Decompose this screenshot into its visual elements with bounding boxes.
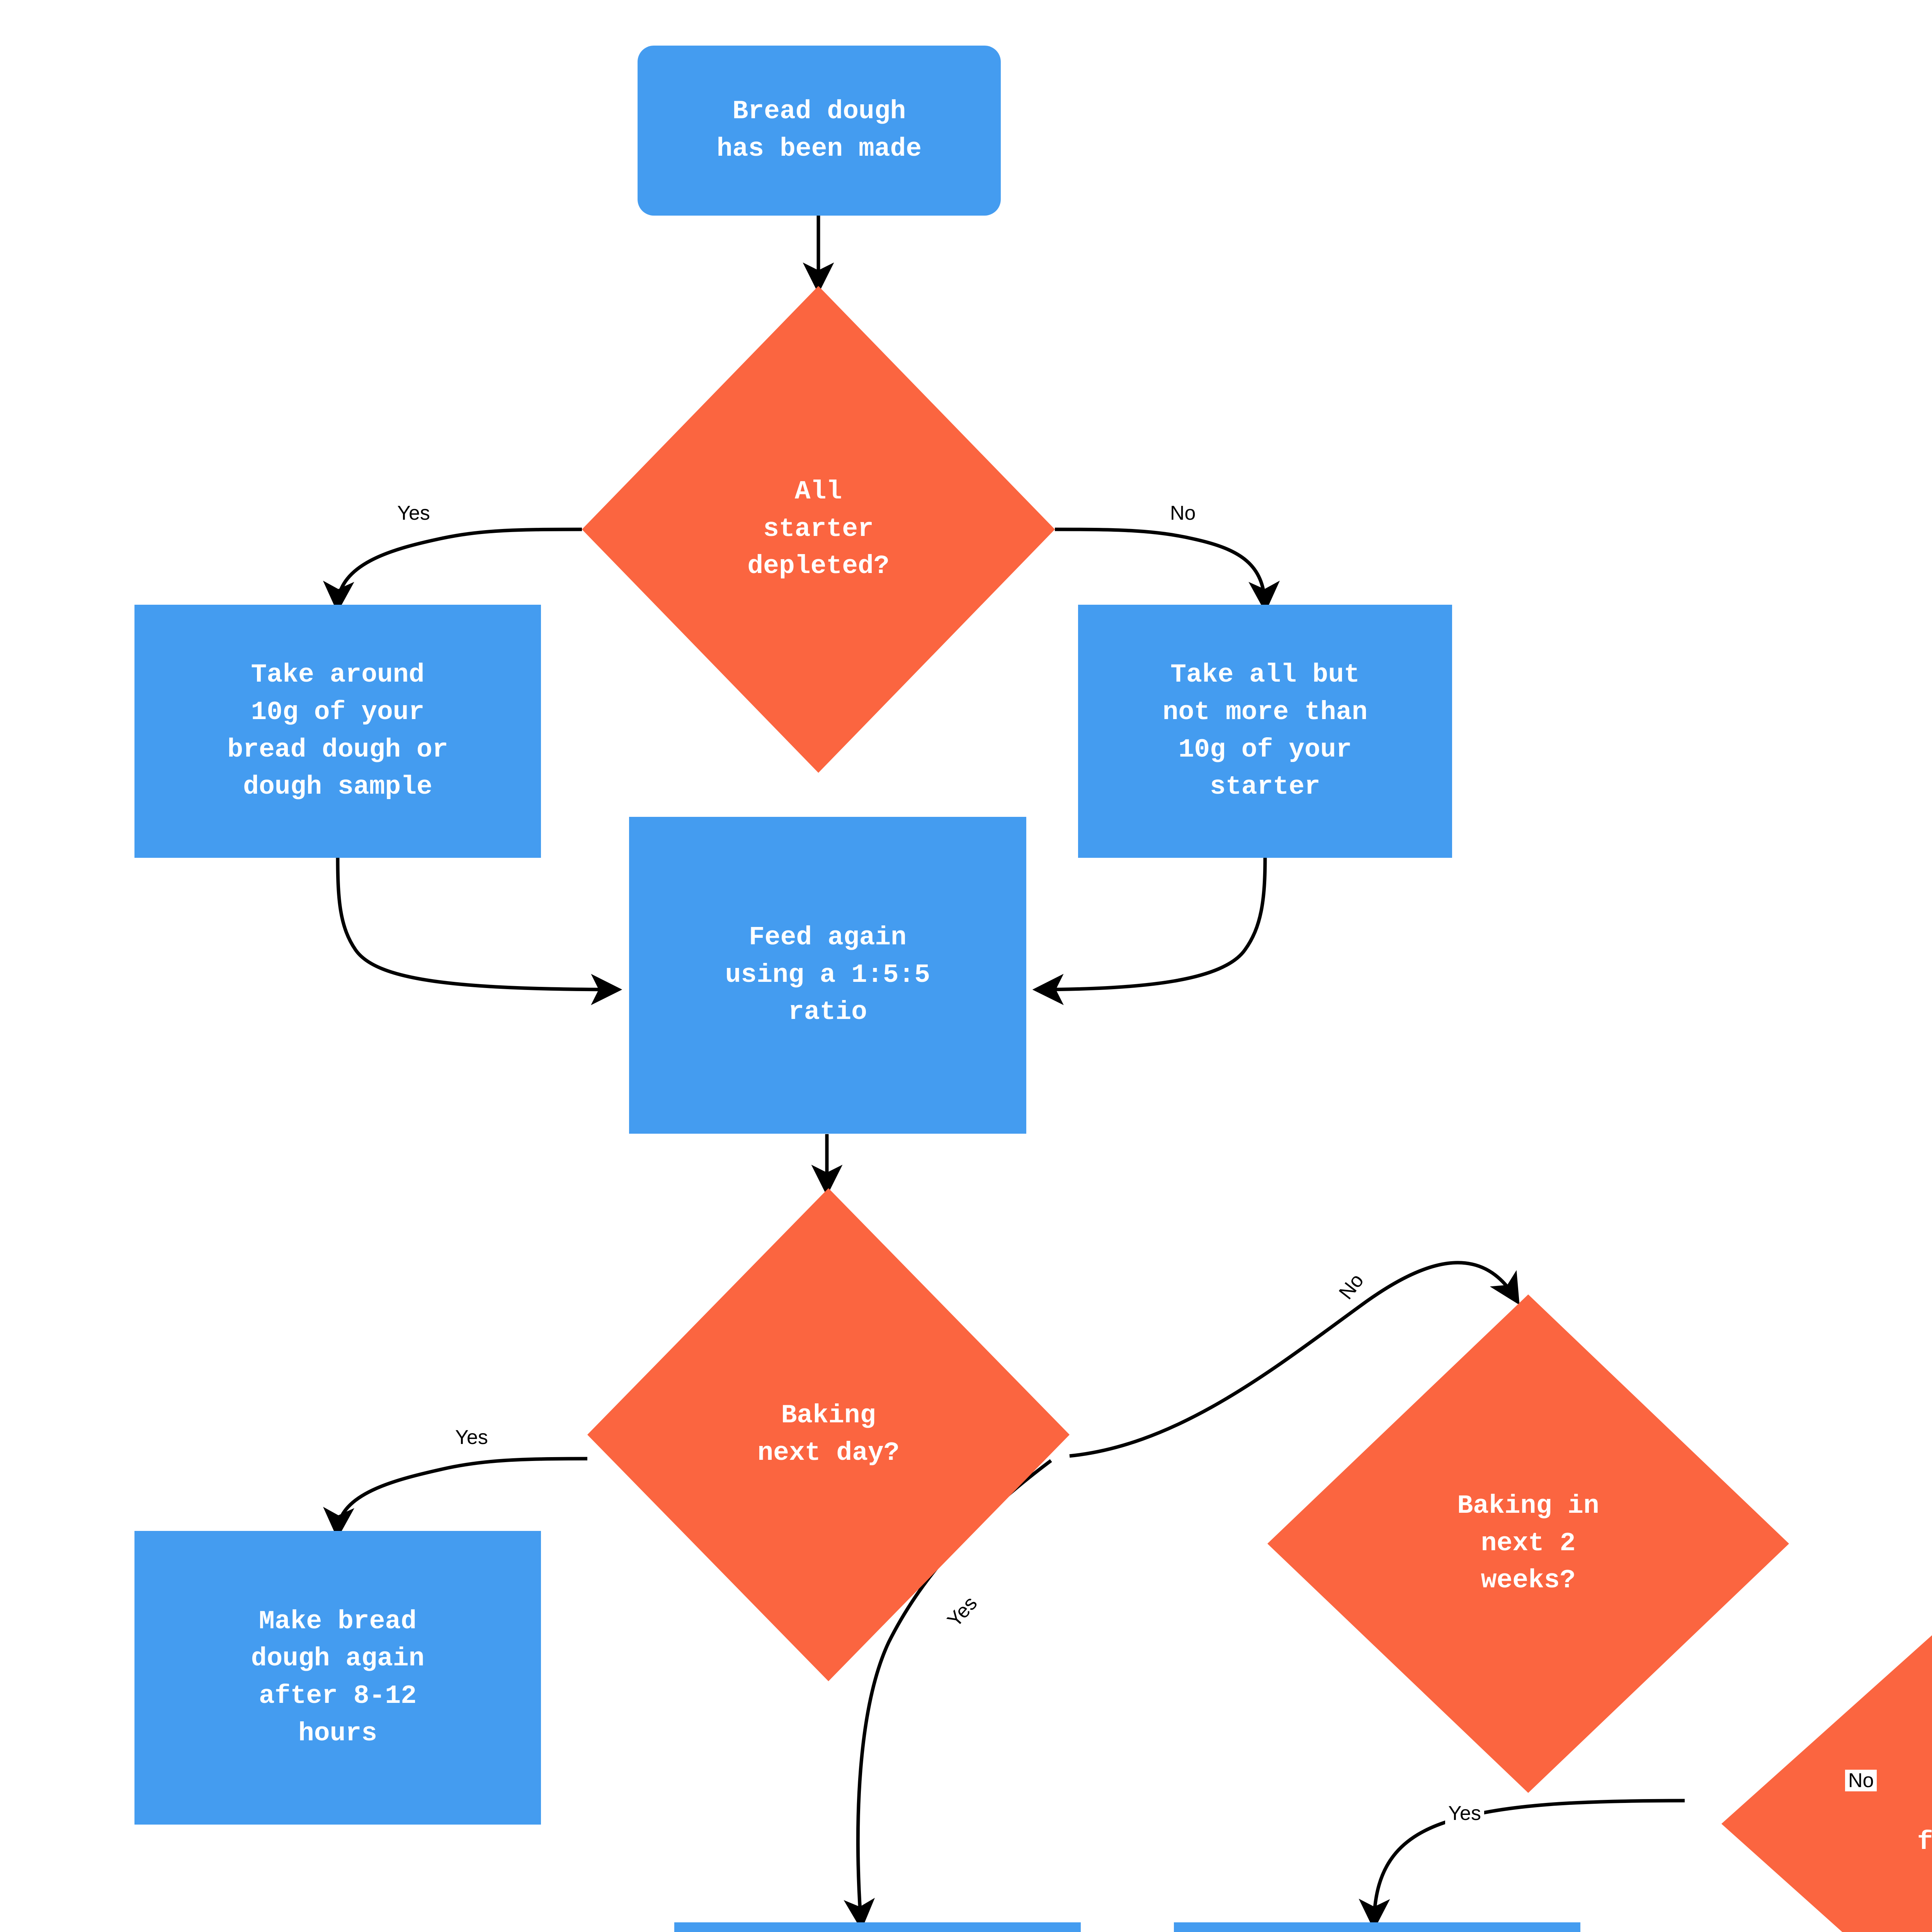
node-take-all-but-10g-starter[interactable]: Take all but not more than 10g of your s… (1078, 605, 1452, 858)
edge-takedough-to-feed (336, 857, 622, 1005)
edge-d3-yes-freeze (1359, 1799, 1685, 1930)
edge-label-d2-yes-makeagain: Yes (452, 1427, 491, 1448)
node-make-bread-dough-again[interactable]: Make bread dough again after 8-12 hours (134, 1531, 541, 1825)
node-store-starter-in-fridge[interactable]: Store starter in fridge (4°C = 40°F) (674, 1922, 1081, 1932)
node-label: Baking in next 2 weeks? (1457, 1491, 1599, 1596)
edge-label-d1-yes: Yes (394, 502, 433, 524)
node-freeze-starter[interactable]: Freeze starter (1174, 1922, 1580, 1932)
node-label: All starter depleted? (747, 477, 889, 582)
node-decision-baking-next-day[interactable]: Baking next day? (587, 1188, 1070, 1681)
edge-label-d3-no-d4: No (1845, 1770, 1877, 1791)
node-start-bread-dough[interactable]: Bread dough has been made (638, 46, 1001, 216)
diamond-shape (1721, 1592, 1932, 1932)
edge-label-d1-no: No (1167, 502, 1199, 524)
edge-d1-yes (323, 527, 582, 613)
node-label: Baking next day? (757, 1401, 900, 1468)
edge-d2-yes-makeagain (323, 1457, 588, 1539)
edge-d1-no (1054, 527, 1280, 613)
node-decision-all-starter-depleted[interactable]: All starter depleted? (582, 286, 1055, 773)
node-decision-have-a-freezer[interactable]: Have a freezer? (1721, 1592, 1932, 1932)
node-feed-again-155-ratio[interactable]: Feed again using a 1:5:5 ratio (629, 817, 1026, 1134)
node-label: Have a freezer? (1917, 1827, 1932, 1857)
edge-label-d3-yes-freeze: Yes (1445, 1803, 1484, 1824)
edge-takestarter-to-feed (1032, 857, 1267, 1005)
node-take-around-10g-dough[interactable]: Take around 10g of your bread dough or d… (134, 605, 541, 858)
node-decision-baking-in-next-2-weeks[interactable]: Baking in next 2 weeks? (1267, 1294, 1789, 1793)
